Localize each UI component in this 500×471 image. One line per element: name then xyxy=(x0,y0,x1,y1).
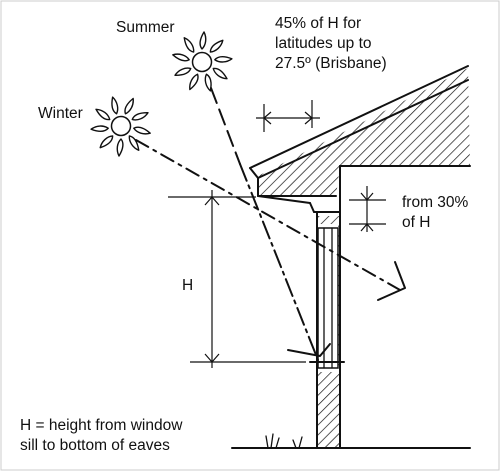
roof xyxy=(249,65,471,201)
eave-projection-dimension xyxy=(256,100,320,132)
window-head-gap-dimension xyxy=(349,186,386,232)
height-dimension xyxy=(168,190,306,368)
ground xyxy=(231,433,471,449)
winter-label: Winter xyxy=(38,105,83,122)
winter-sun-ray xyxy=(135,139,406,301)
definition-line1: H = height from window xyxy=(20,417,183,434)
summer-sun-icon xyxy=(171,31,233,93)
summer-sun-ray xyxy=(210,87,331,361)
gap-rule-line2: of H xyxy=(402,214,430,231)
winter-sun-icon xyxy=(90,95,152,157)
wall xyxy=(316,165,341,449)
eave-rule-line2: latitudes up to xyxy=(275,35,372,52)
summer-label: Summer xyxy=(116,19,175,36)
height-symbol-label: H xyxy=(182,277,193,294)
eave-lining xyxy=(257,195,341,213)
definition-line2: sill to bottom of eaves xyxy=(20,437,170,454)
gap-rule-line1: from 30% xyxy=(402,194,469,211)
eave-rule-line3: 27.5º (Brisbane) xyxy=(275,55,387,72)
eave-rule-line1: 45% of H for xyxy=(275,15,361,32)
